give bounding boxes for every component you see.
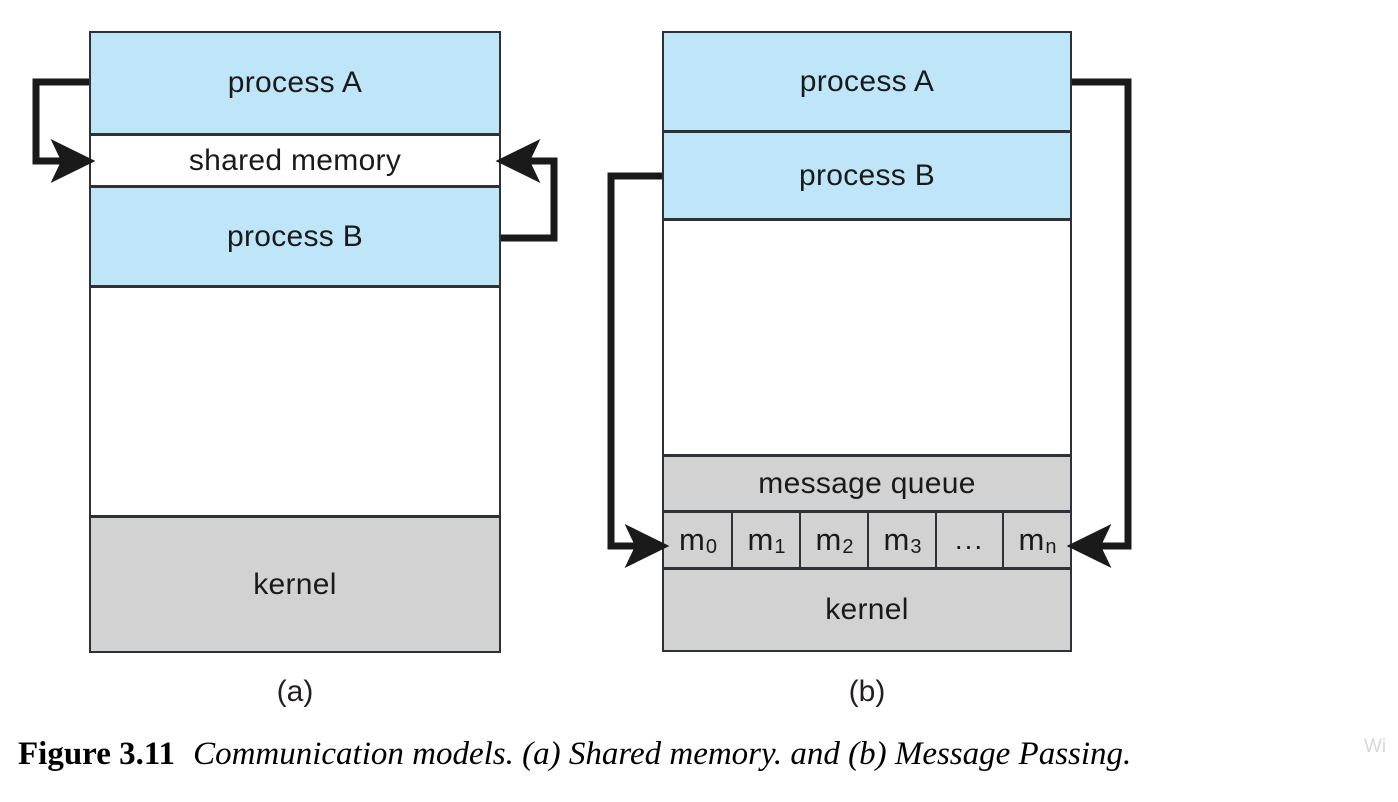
message-cell-base: m bbox=[815, 522, 842, 557]
arrow-process-a-to-shared-memory bbox=[32, 78, 96, 184]
watermark: Wi bbox=[1364, 736, 1398, 758]
diagram-b-process-a-label: process A bbox=[799, 64, 935, 98]
diagram-a-sublabel: (a) bbox=[276, 675, 314, 708]
message-cell-subscript: 3 bbox=[910, 535, 922, 558]
diagram-a-process-a: process A bbox=[89, 31, 501, 135]
message-cell: ... bbox=[935, 511, 1004, 569]
diagram-b-kernel: kernel bbox=[662, 568, 1072, 652]
diagram-a-process-a-label: process A bbox=[227, 66, 363, 99]
diagram-b-sublabel: (b) bbox=[848, 675, 886, 708]
message-cell-base: m bbox=[679, 522, 705, 557]
diagram-b-kernel-label: kernel bbox=[825, 593, 909, 626]
message-cell-base: ... bbox=[954, 524, 985, 555]
figure-caption: Figure 3.11 Communication models. (a) Sha… bbox=[18, 736, 1388, 773]
diagram-a-shared-memory: shared memory bbox=[89, 134, 501, 187]
diagram-a-kernel-label: kernel bbox=[253, 567, 337, 601]
arrow-process-b-to-message-queue bbox=[607, 172, 670, 569]
diagram-a-shared-memory-label: shared memory bbox=[188, 143, 402, 177]
message-cell-subscript: 0 bbox=[705, 535, 717, 558]
diagram-b-process-b: process B bbox=[662, 131, 1072, 220]
diagram-b-process-b-label: process B bbox=[798, 158, 936, 192]
message-cell-subscript: n bbox=[1045, 535, 1057, 558]
diagram-b-process-a: process A bbox=[662, 31, 1072, 132]
diagram-b-free-space bbox=[662, 219, 1072, 456]
diagram-a-free-space bbox=[89, 286, 501, 517]
watermark-text: Wi bbox=[1364, 736, 1387, 757]
figure-caption-text: Communication models. (a) Shared memory.… bbox=[193, 736, 1132, 772]
message-cell-subscript: 2 bbox=[842, 535, 854, 558]
message-cell-base: m bbox=[747, 522, 774, 557]
arrow-process-b-to-shared-memory bbox=[495, 138, 558, 242]
arrow-process-a-to-message-queue bbox=[1066, 78, 1132, 569]
diagram-b-message-queue: message queue bbox=[662, 455, 1072, 512]
message-cell-base: m bbox=[883, 522, 910, 557]
message-cell-base: m bbox=[1018, 522, 1045, 557]
diagram-a-process-b: process B bbox=[89, 186, 501, 287]
message-cell-subscript: 1 bbox=[774, 535, 786, 558]
diagram-a: process A shared memory process B kernel bbox=[89, 31, 501, 653]
diagram-a-process-b-label: process B bbox=[226, 219, 364, 253]
diagram-b-message-queue-label: message queue bbox=[758, 466, 976, 500]
diagram-a-kernel: kernel bbox=[89, 516, 501, 653]
figure-caption-label: Figure 3.11 bbox=[18, 736, 176, 772]
